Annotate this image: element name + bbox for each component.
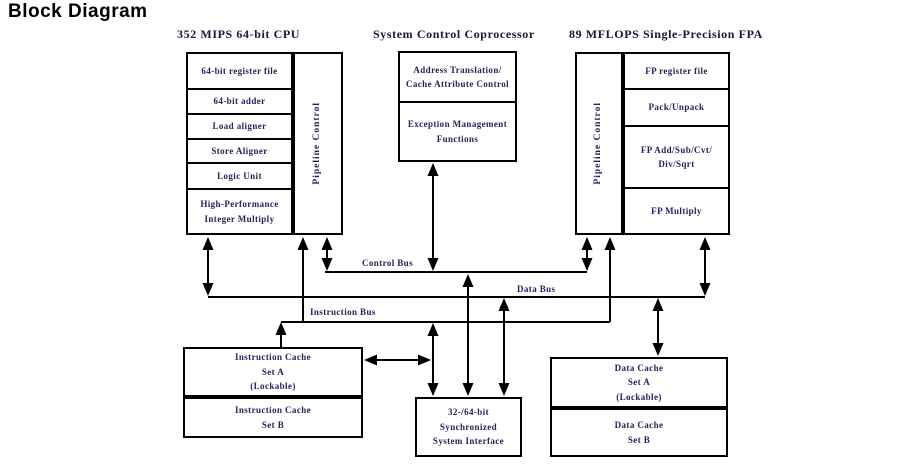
- data-cache-set-a-box: Data Cache Set A (Lockable): [550, 357, 728, 408]
- coprocessor-unit-address-translation: Address Translation/ Cache Attribute Con…: [400, 53, 515, 103]
- control-bus-fpa-arrow: [581, 237, 593, 271]
- fpa-section-header: 89 MFLOPS Single-Precision FPA: [569, 27, 763, 41]
- instruction-cache-set-b-box: Instruction Cache Set B: [183, 397, 363, 438]
- fpa-pipeline-control-label: Pipeline Control: [593, 102, 604, 185]
- cpu-section-header: 352 MIPS 64-bit CPU: [177, 27, 301, 41]
- instruction-cache-system-interface-arrow: [364, 354, 431, 366]
- cpu-unit-logic-unit: Logic Unit: [188, 164, 291, 190]
- cpu-data-bus-arrow: [202, 237, 214, 296]
- data-bus-label: Data Bus: [517, 284, 556, 294]
- cpu-unit-adder: 64-bit adder: [188, 90, 291, 115]
- data-bus-data-cache-arrow: [652, 298, 664, 356]
- cpu-unit-integer-multiply: High-Performance Integer Multiply: [200, 199, 279, 224]
- page-title: Block Diagram: [8, 1, 148, 22]
- cpu-units-stack: 64-bit register file 64-bit adder Load a…: [186, 52, 293, 235]
- fpa-unit-add-sub-cvt: FP Add/Sub/Cvt/ Div/Sqrt: [625, 127, 728, 189]
- fpa-units-stack: FP register file Pack/Unpack FP Add/Sub/…: [623, 52, 730, 235]
- cpu-unit-load-aligner: Load aligner: [188, 115, 291, 140]
- instruction-bus-fpa-arrow: [604, 237, 616, 322]
- cpu-pipeline-control-label: Pipeline Control: [312, 102, 323, 185]
- coprocessor-section-header: System Control Coprocessor: [373, 27, 535, 41]
- system-interface-box: 32-/64-bit Synchronized System Interface: [415, 397, 522, 457]
- data-bus-system-interface-arrow: [498, 298, 510, 396]
- coprocessor-control-bus-arrow: [427, 163, 439, 271]
- fpa-data-bus-arrow: [699, 237, 711, 296]
- fpa-unit-multiply: FP Multiply: [651, 205, 702, 216]
- cpu-control-bus-arrow: [321, 237, 333, 271]
- instruction-bus-system-interface-arrow: [427, 323, 439, 396]
- instruction-bus-label: Instruction Bus: [310, 307, 376, 317]
- instruction-bus-cpu-arrow: [297, 237, 309, 322]
- cpu-unit-store-aligner: Store Aligner: [188, 140, 291, 164]
- data-cache-set-b-box: Data Cache Set B: [550, 408, 728, 457]
- coprocessor-unit-exception-management: Exception Management Functions: [407, 119, 508, 144]
- fpa-unit-pack-unpack: Pack/Unpack: [625, 90, 728, 127]
- coprocessor-stack: Address Translation/ Cache Attribute Con…: [398, 51, 517, 162]
- cpu-unit-register-file: 64-bit register file: [188, 54, 291, 90]
- instruction-cache-set-a-box: Instruction Cache Set A (Lockable): [183, 347, 363, 397]
- fpa-pipeline-control-box: Pipeline Control: [575, 52, 623, 235]
- control-bus-system-interface-arrow: [462, 274, 474, 396]
- fpa-unit-register-file: FP register file: [625, 54, 728, 90]
- instruction-cache-instruction-bus-arrow: [275, 322, 287, 347]
- cpu-pipeline-control-box: Pipeline Control: [293, 52, 343, 235]
- control-bus-label: Control Bus: [362, 258, 413, 268]
